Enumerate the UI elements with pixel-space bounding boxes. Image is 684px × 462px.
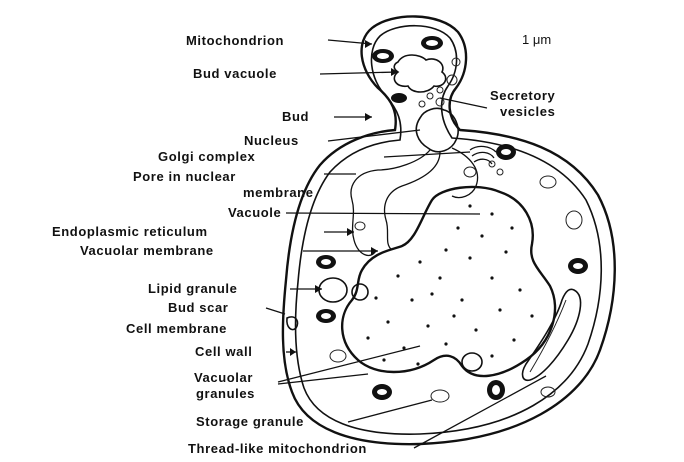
er-line-1	[351, 150, 430, 255]
cytoplasm-organelles	[287, 167, 588, 402]
label-cell-membrane: Cell membrane	[126, 321, 227, 336]
label-pore-line2: membrane	[243, 185, 314, 200]
label-golgi-complex: Golgi complex	[158, 149, 256, 164]
label-nucleus: Nucleus	[244, 133, 299, 148]
label-granules: granules	[196, 386, 255, 401]
bud-vacuole-shape	[394, 55, 445, 92]
nucleus-shape	[416, 108, 458, 151]
thread-mitochondrion-shape	[523, 289, 581, 380]
bud-mitochondrion-3	[391, 93, 407, 103]
label-vacuolar-membrane: Vacuolar membrane	[80, 243, 214, 258]
scale-label: 1 μm	[522, 32, 551, 47]
labels: 1 μm Mitochondrion Bud vacuole Bud Secre…	[52, 32, 556, 456]
label-mitochondrion: Mitochondrion	[186, 33, 284, 48]
vacuole-region	[319, 187, 555, 376]
label-vesicles: vesicles	[500, 104, 555, 119]
label-pore-line1: Pore in nuclear	[133, 169, 236, 184]
label-bud-scar: Bud scar	[168, 300, 228, 315]
label-lipid-granule: Lipid granule	[148, 281, 237, 296]
label-bud-vacuole: Bud vacuole	[193, 66, 277, 81]
label-thread-like-mitochondrion: Thread-like mitochondrion	[188, 441, 367, 456]
label-storage-granule: Storage granule	[196, 414, 304, 429]
label-cell-wall: Cell wall	[195, 344, 252, 359]
label-bud: Bud	[282, 109, 309, 124]
vacuolar-granule-dots	[366, 204, 533, 365]
label-secretory: Secretory	[490, 88, 556, 103]
label-vacuolar: Vacuolar	[194, 370, 253, 385]
cell-outline	[283, 16, 615, 444]
cell-membrane-outline	[296, 26, 602, 434]
lipid-granule-shape	[319, 278, 347, 302]
storage-granule-shape	[431, 390, 449, 402]
vacuole-shape	[342, 187, 555, 376]
label-vacuole: Vacuole	[228, 205, 281, 220]
label-endoplasmic-reticulum: Endoplasmic reticulum	[52, 224, 208, 239]
